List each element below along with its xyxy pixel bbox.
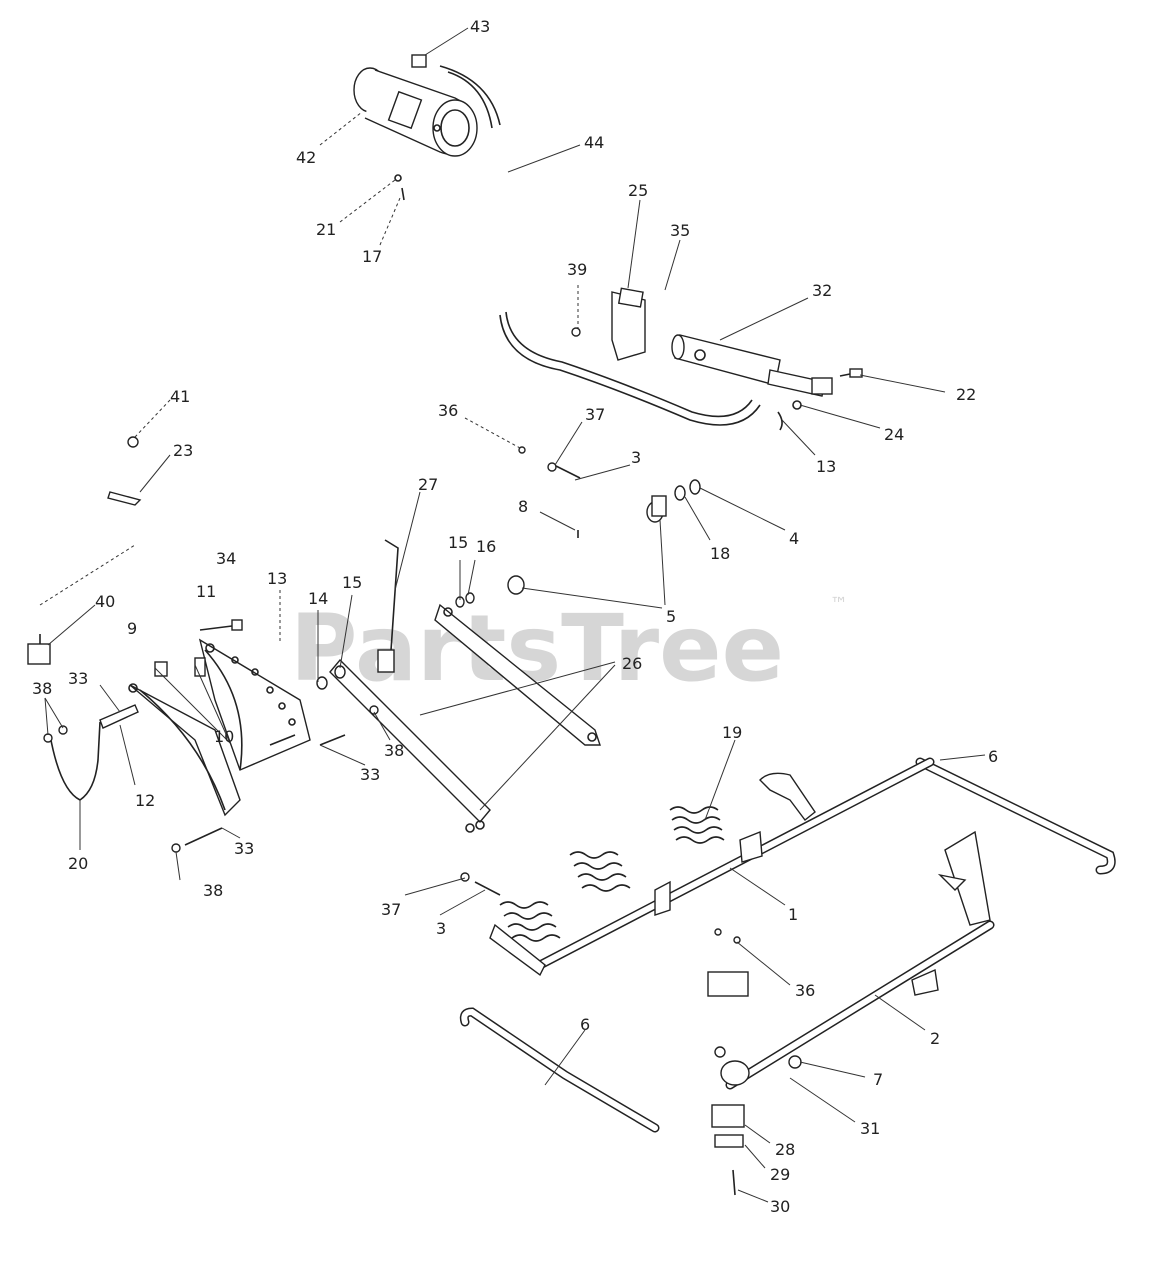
label-15-left[interactable]: 15 <box>342 573 362 592</box>
label-6-lower[interactable]: 6 <box>580 1015 590 1034</box>
label-31[interactable]: 31 <box>860 1119 880 1138</box>
part-labels: 43 42 44 21 17 25 35 39 32 22 24 13 36 3… <box>32 17 998 1216</box>
part-14-15-16-spacers <box>316 592 485 833</box>
label-38-left[interactable]: 38 <box>32 679 52 698</box>
label-36-lower[interactable]: 36 <box>795 981 815 1000</box>
label-39[interactable]: 39 <box>567 260 587 279</box>
label-22[interactable]: 22 <box>956 385 976 404</box>
label-30[interactable]: 30 <box>770 1197 790 1216</box>
label-3-upper[interactable]: 3 <box>631 448 641 467</box>
label-37-upper[interactable]: 37 <box>585 405 605 424</box>
label-27[interactable]: 27 <box>418 475 438 494</box>
label-16[interactable]: 16 <box>476 537 496 556</box>
label-8[interactable]: 8 <box>518 497 528 516</box>
label-33-lower[interactable]: 33 <box>234 839 254 858</box>
part-43-44-hose <box>411 54 501 129</box>
label-11[interactable]: 11 <box>196 582 216 601</box>
label-37-lower[interactable]: 37 <box>381 900 401 919</box>
part-25-bracket <box>611 287 646 361</box>
label-44[interactable]: 44 <box>584 133 604 152</box>
label-33-left[interactable]: 33 <box>68 669 88 688</box>
part-2-shaft <box>725 830 995 1090</box>
label-43[interactable]: 43 <box>470 17 490 36</box>
label-23[interactable]: 23 <box>173 441 193 460</box>
label-41[interactable]: 41 <box>170 387 190 406</box>
label-40[interactable]: 40 <box>95 592 115 611</box>
part-28-29-30-lower-hardware <box>707 971 749 1196</box>
part-17-21-pins <box>394 174 405 201</box>
label-2[interactable]: 2 <box>930 1029 940 1048</box>
label-13-left[interactable]: 13 <box>267 569 287 588</box>
part-4-18-5-bushings <box>507 479 701 595</box>
label-5[interactable]: 5 <box>666 607 676 626</box>
label-35[interactable]: 35 <box>670 221 690 240</box>
part-44-hose-lower <box>499 311 761 426</box>
label-25[interactable]: 25 <box>628 181 648 200</box>
label-33-mid[interactable]: 33 <box>360 765 380 784</box>
label-18[interactable]: 18 <box>710 544 730 563</box>
part-3-37-upper <box>547 462 581 479</box>
part-6-frame <box>459 757 1116 1133</box>
part-32-cylinder <box>671 334 833 397</box>
part-41-23-hardware <box>107 436 142 506</box>
part-42-motor <box>353 67 478 157</box>
part-40-switch <box>27 634 51 665</box>
part-20-cable <box>49 721 101 801</box>
label-10[interactable]: 10 <box>214 727 234 746</box>
part-9-10-11-sector <box>128 619 311 817</box>
label-14[interactable]: 14 <box>308 589 328 608</box>
watermark: PartsTree ™ <box>290 594 848 702</box>
label-26[interactable]: 26 <box>622 654 642 673</box>
part-31-7-36-fasteners <box>460 327 802 1086</box>
label-17[interactable]: 17 <box>362 247 382 266</box>
label-24[interactable]: 24 <box>884 425 904 444</box>
label-29[interactable]: 29 <box>770 1165 790 1184</box>
part-19-springs <box>499 806 725 942</box>
label-6-upper[interactable]: 6 <box>988 747 998 766</box>
label-1[interactable]: 1 <box>788 905 798 924</box>
part-24-13-washers <box>777 400 802 431</box>
part-12-33-bolts <box>99 704 346 846</box>
label-20[interactable]: 20 <box>68 854 88 873</box>
watermark-trademark: ™ <box>830 594 848 615</box>
label-34[interactable]: 34 <box>216 549 236 568</box>
label-15-right[interactable]: 15 <box>448 533 468 552</box>
part-22-pin <box>839 368 863 378</box>
label-9[interactable]: 9 <box>127 619 137 638</box>
part-1-rockshaft <box>489 757 935 977</box>
label-32[interactable]: 32 <box>812 281 832 300</box>
label-3-lower[interactable]: 3 <box>436 919 446 938</box>
label-7[interactable]: 7 <box>873 1070 883 1089</box>
label-4[interactable]: 4 <box>789 529 799 548</box>
label-21[interactable]: 21 <box>316 220 336 239</box>
parts-artwork <box>27 54 1116 1196</box>
label-42[interactable]: 42 <box>296 148 316 167</box>
label-36-upper[interactable]: 36 <box>438 401 458 420</box>
label-38-lower[interactable]: 38 <box>203 881 223 900</box>
label-28[interactable]: 28 <box>775 1140 795 1159</box>
label-19[interactable]: 19 <box>722 723 742 742</box>
label-12[interactable]: 12 <box>135 791 155 810</box>
label-38-mid[interactable]: 38 <box>384 741 404 760</box>
leader-lines <box>39 27 986 1203</box>
part-27-rod <box>377 539 399 673</box>
label-13-upper[interactable]: 13 <box>816 457 836 476</box>
part-26-links <box>329 603 601 824</box>
